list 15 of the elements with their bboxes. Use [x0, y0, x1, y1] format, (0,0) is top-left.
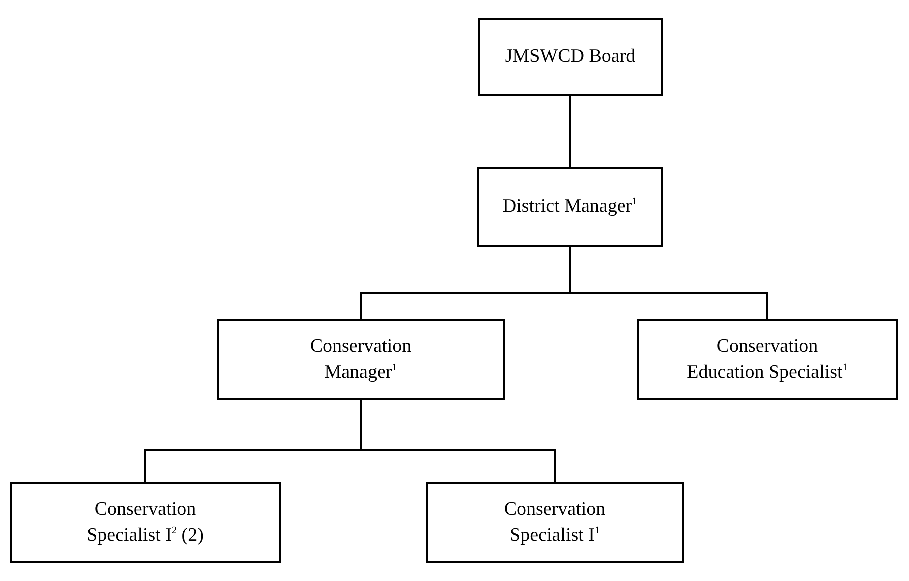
org-box: [217, 319, 505, 400]
org-box: [637, 319, 898, 400]
org-box: [10, 482, 281, 563]
position-title: Conservation Education Specialist$^{1}$: [686, 334, 849, 384]
position-title: Conservation Manager$^{1}$: [309, 334, 413, 384]
connector-line: [569, 247, 768, 319]
connector-line: [360, 400, 556, 482]
connector-line: [569, 96, 572, 167]
org-box: [426, 482, 684, 563]
org-box: [477, 167, 663, 247]
position-title: JMSWCD Board: [505, 45, 636, 70]
position-title: District Manager$^{1}$: [502, 195, 638, 220]
position-title: Conservation Specialist I$^{1}$: [503, 498, 607, 548]
position-title: Conservation Specialist I$^{2}$ (2): [86, 498, 205, 548]
org-box: [478, 18, 663, 96]
